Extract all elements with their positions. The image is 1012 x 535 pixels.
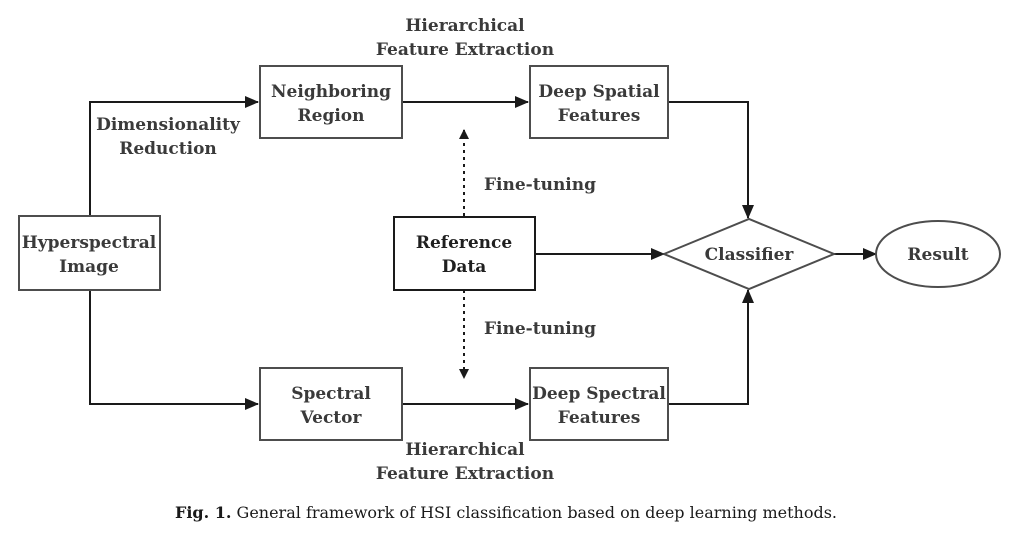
node-deep-spectral-features: Deep Spectral Features <box>529 367 669 441</box>
node-label: Features <box>558 408 641 428</box>
edge-deepspectral-to-classifier <box>668 289 754 405</box>
edge-label: Feature Extraction <box>376 40 554 60</box>
node-label: Region <box>298 106 365 126</box>
node-result: Result <box>875 220 1001 288</box>
node-label: Neighboring <box>271 82 391 102</box>
edge-image-to-neighboring <box>89 96 259 216</box>
connectors <box>89 96 877 410</box>
node-label: Hyperspectral <box>22 233 157 253</box>
edge-image-to-spectral <box>89 290 259 410</box>
edge-spatial-to-classifier <box>668 101 754 219</box>
node-reference-data: Reference Data <box>393 216 536 291</box>
node-label: Vector <box>300 408 363 428</box>
edge-label: Dimensionality <box>96 115 241 135</box>
node-label: Classifier <box>705 245 795 265</box>
figure-caption: Fig. 1. General framework of HSI classif… <box>0 503 1012 522</box>
edge-label-hierarchical-top: Hierarchical Feature Extraction <box>376 16 554 60</box>
edge-label-finetuning-top: Fine-tuning <box>484 175 596 195</box>
edge-label: Reduction <box>119 139 217 159</box>
caption-text: General framework of HSI classification … <box>236 503 838 522</box>
node-classifier: Classifier <box>661 217 837 291</box>
edge-label-hierarchical-bottom: Hierarchical Feature Extraction <box>376 440 554 484</box>
edge-label: Feature Extraction <box>376 464 554 484</box>
caption-prefix: Fig. 1. <box>174 503 232 522</box>
node-label: Deep Spectral <box>532 384 666 404</box>
node-label: Spectral <box>291 384 371 404</box>
node-label: Result <box>907 245 968 265</box>
node-deep-spatial-features: Deep Spatial Features <box>529 65 669 139</box>
edge-label-dimensionality-reduction: Dimensionality Reduction <box>96 115 241 159</box>
edge-label: Hierarchical <box>405 440 525 460</box>
node-label: Features <box>558 106 641 126</box>
node-neighboring-region: Neighboring Region <box>259 65 403 139</box>
node-label: Deep Spatial <box>538 82 660 102</box>
edge-label-finetuning-bottom: Fine-tuning <box>484 319 596 339</box>
node-label: Reference <box>416 233 513 253</box>
edge-label: Hierarchical <box>405 16 525 36</box>
node-spectral-vector: Spectral Vector <box>259 367 403 441</box>
node-label: Data <box>442 257 487 277</box>
node-label: Image <box>59 257 119 277</box>
node-hyperspectral-image: Hyperspectral Image <box>18 215 161 291</box>
